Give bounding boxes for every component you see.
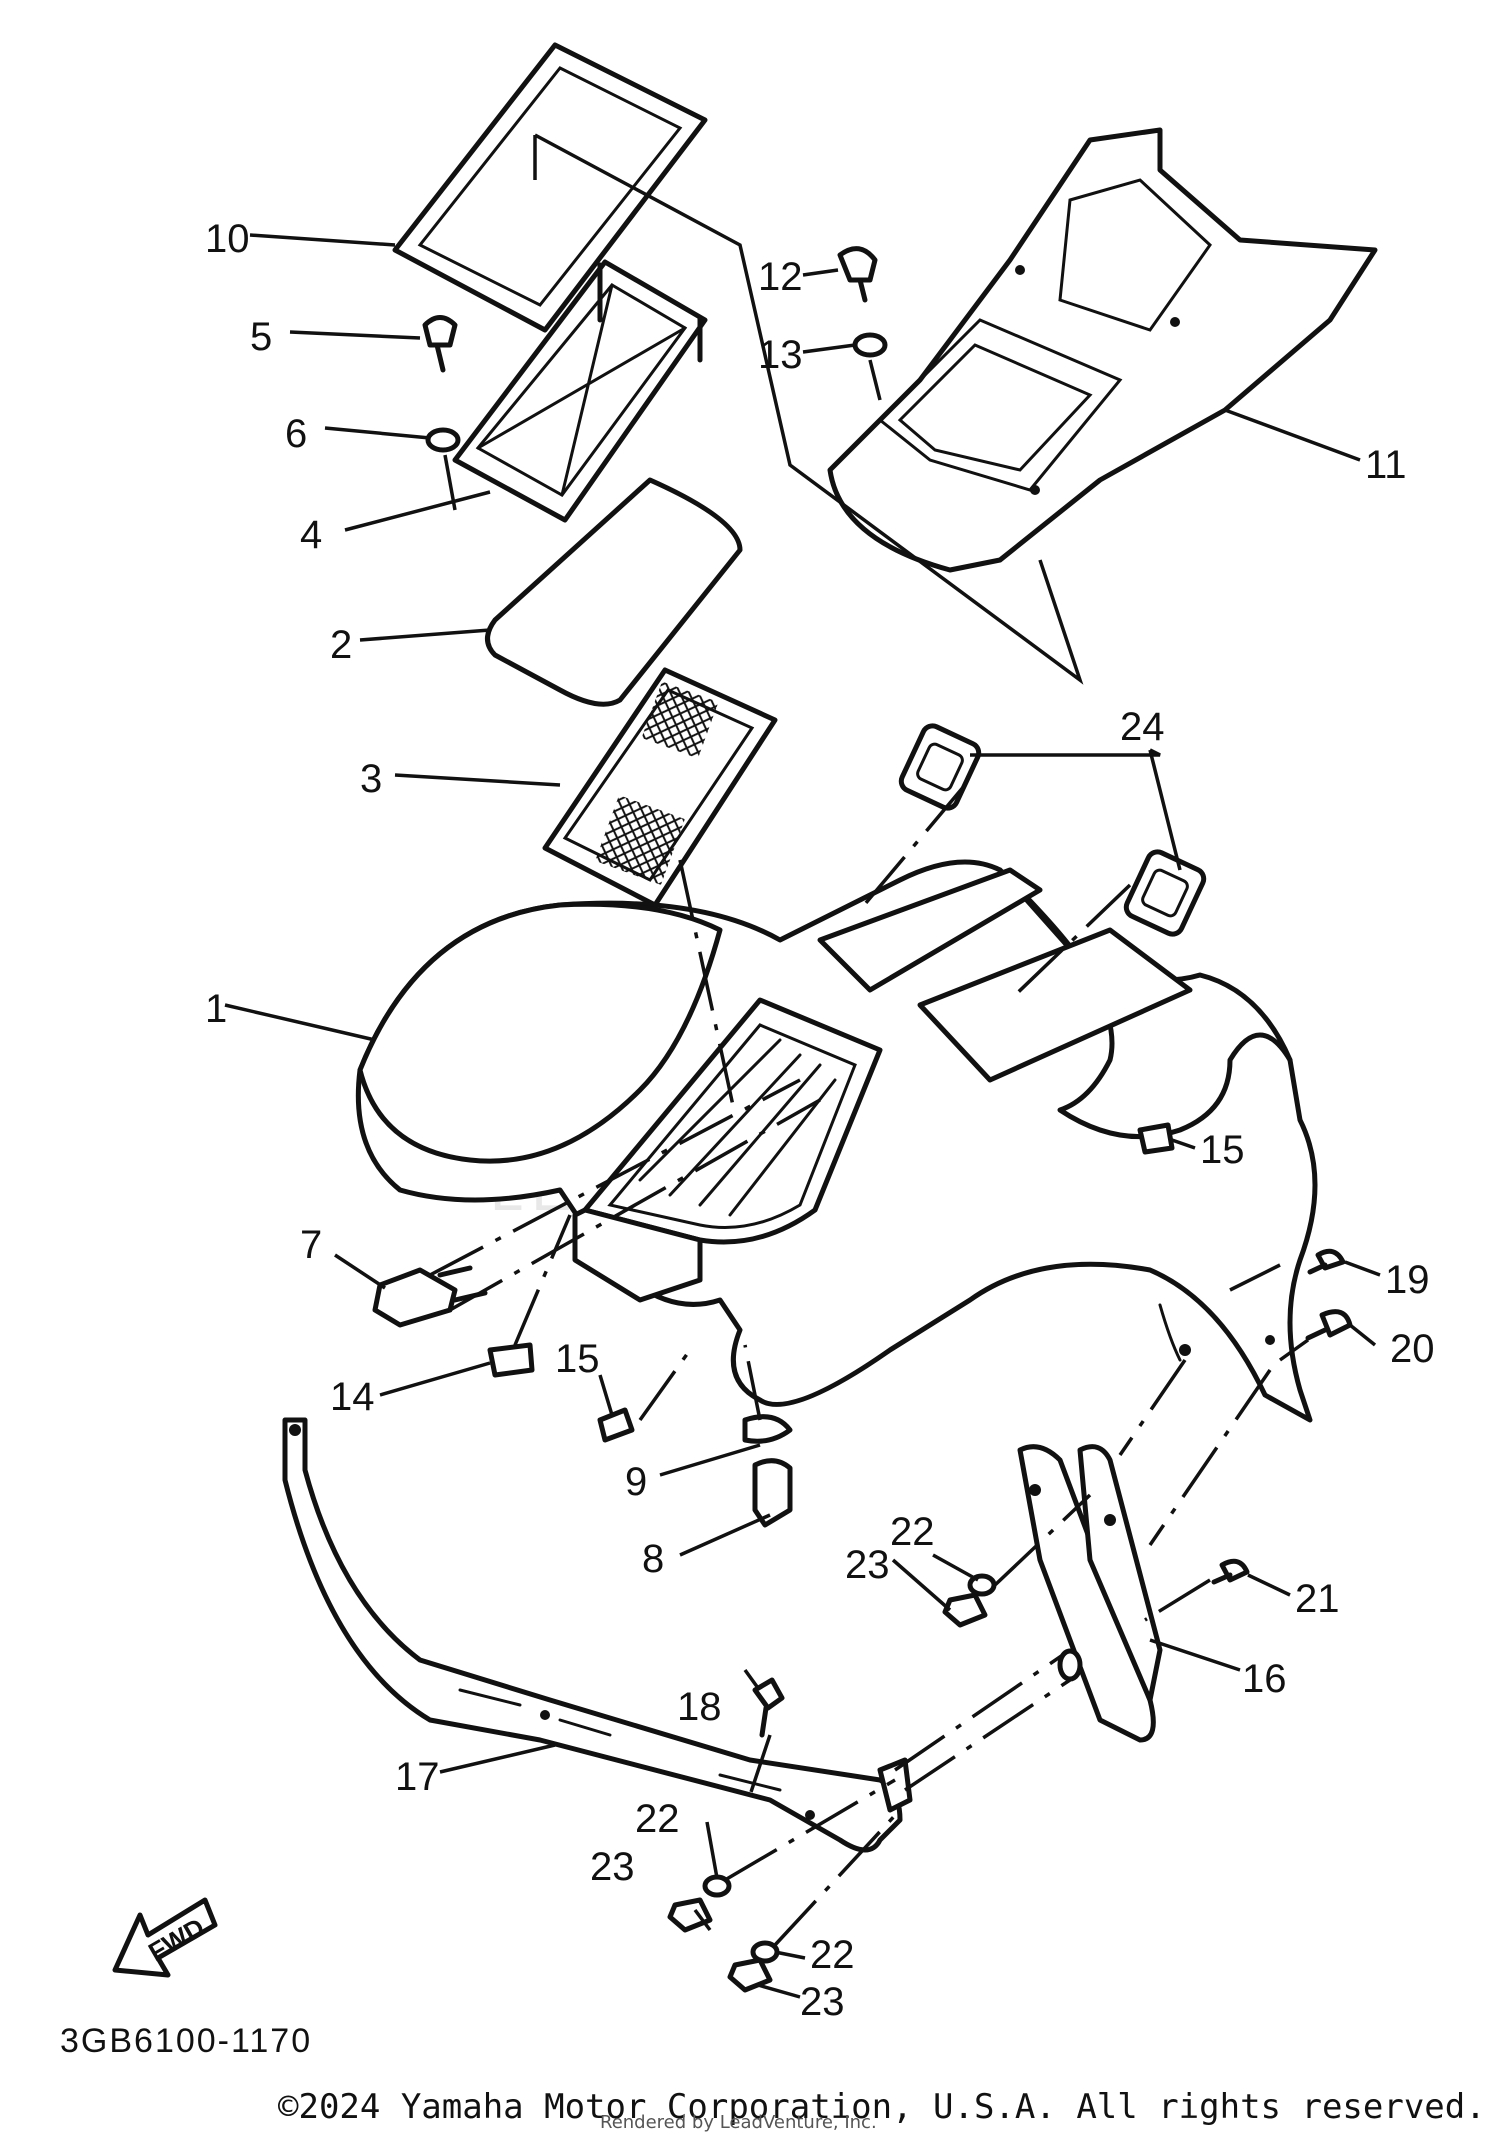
callout-10: 10 [205, 217, 250, 261]
callout-9: 9 [625, 1460, 647, 1504]
part-17-grab-bar [282, 1417, 913, 1853]
part-code: 3GB6100-1170 [60, 2022, 312, 2060]
part-1-rear-fender [355, 859, 1318, 1423]
callout-22-top: 22 [890, 1510, 935, 1554]
part-4-cover-frame [452, 259, 708, 523]
callout-22-bottom: 22 [810, 1933, 855, 1977]
callout-23-bottom: 23 [800, 1980, 845, 2024]
callout-23-top: 23 [845, 1543, 890, 1587]
callout-15-left: 15 [555, 1337, 600, 1381]
callout-21: 21 [1295, 1577, 1340, 1621]
callout-labels: 10 5 6 4 2 3 1 7 14 15 9 8 12 13 11 24 1… [205, 217, 1435, 2024]
copyright-notice: ©2024 Yamaha Motor Corporation, U.S.A. A… [278, 2087, 1486, 2127]
callout-22-mid: 22 [635, 1797, 680, 1841]
callout-2: 2 [330, 623, 352, 667]
callout-23-mid: 23 [590, 1845, 635, 1889]
rendered-by-notice: Rendered by LeadVenture, Inc. [600, 2112, 877, 2133]
part-11-top-cover [827, 127, 1378, 573]
callout-3: 3 [360, 757, 382, 801]
callout-17: 17 [395, 1755, 440, 1799]
callout-4: 4 [300, 513, 322, 557]
callout-20: 20 [1390, 1327, 1435, 1371]
assembly-lines [429, 133, 1310, 1947]
callout-16: 16 [1242, 1657, 1287, 1701]
callout-11: 11 [1365, 443, 1407, 487]
callout-6: 6 [285, 412, 307, 456]
fwd-arrow-icon: FWD [112, 1897, 218, 1978]
leader-lines [224, 233, 1381, 1999]
callout-15-right: 15 [1200, 1128, 1245, 1172]
callout-5: 5 [250, 315, 272, 359]
callout-13: 13 [758, 333, 803, 377]
part-2-filter-pad [485, 477, 743, 707]
callout-18: 18 [677, 1685, 722, 1729]
callout-12: 12 [758, 255, 803, 299]
part-16-mud-flap [1017, 1444, 1163, 1743]
callout-19: 19 [1385, 1258, 1430, 1302]
part-24-grommets [898, 723, 1207, 937]
hardware-items [372, 246, 1353, 1993]
callout-8: 8 [642, 1537, 664, 1581]
callout-1: 1 [205, 987, 227, 1031]
callout-7: 7 [300, 1223, 322, 1267]
callout-14: 14 [330, 1375, 375, 1419]
part-10-gasket [392, 42, 708, 333]
callout-24: 24 [1120, 705, 1165, 749]
part-3-filter-screen [542, 667, 778, 908]
